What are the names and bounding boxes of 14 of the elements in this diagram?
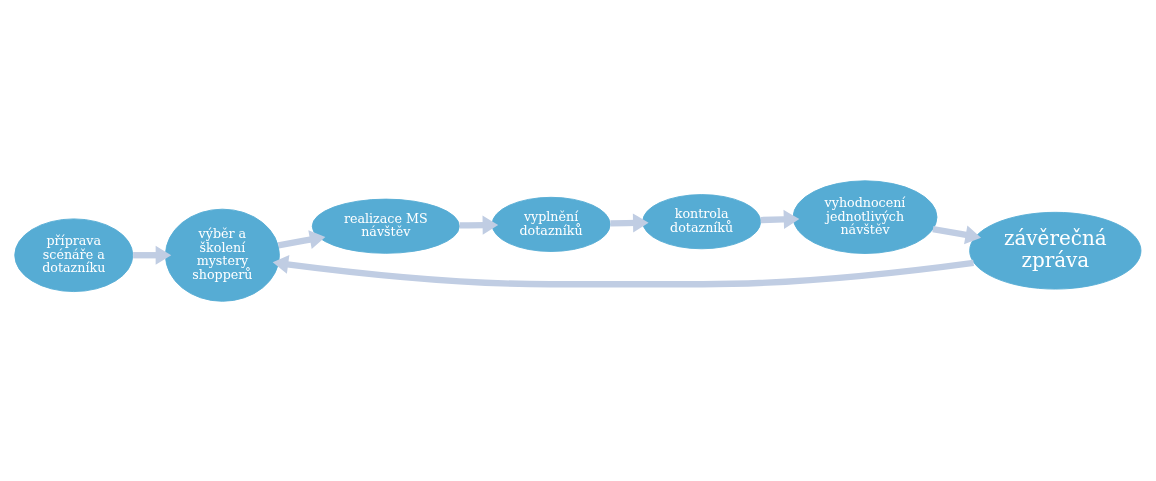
arrow [272,254,974,287]
node-ellipse: realizace MS návštěv [311,198,460,254]
node-ellipse: závěrečná zpráva [969,211,1142,290]
node-ellipse: vyplnění dotazníků [491,196,611,252]
node-ellipse: vyhodnocení jednotlivých návštěv [792,179,938,254]
arrow [133,245,172,265]
arrow [610,212,649,232]
node-ellipse: výběr a školení mystery shopperů [164,208,280,302]
arrow [932,225,982,244]
arrow [760,209,800,229]
node-ellipse: kontrola dotazníků [642,193,762,249]
node-ellipse: příprava scénáře a dotazníku [14,217,134,292]
arrow [459,215,499,235]
arrow [277,229,326,249]
